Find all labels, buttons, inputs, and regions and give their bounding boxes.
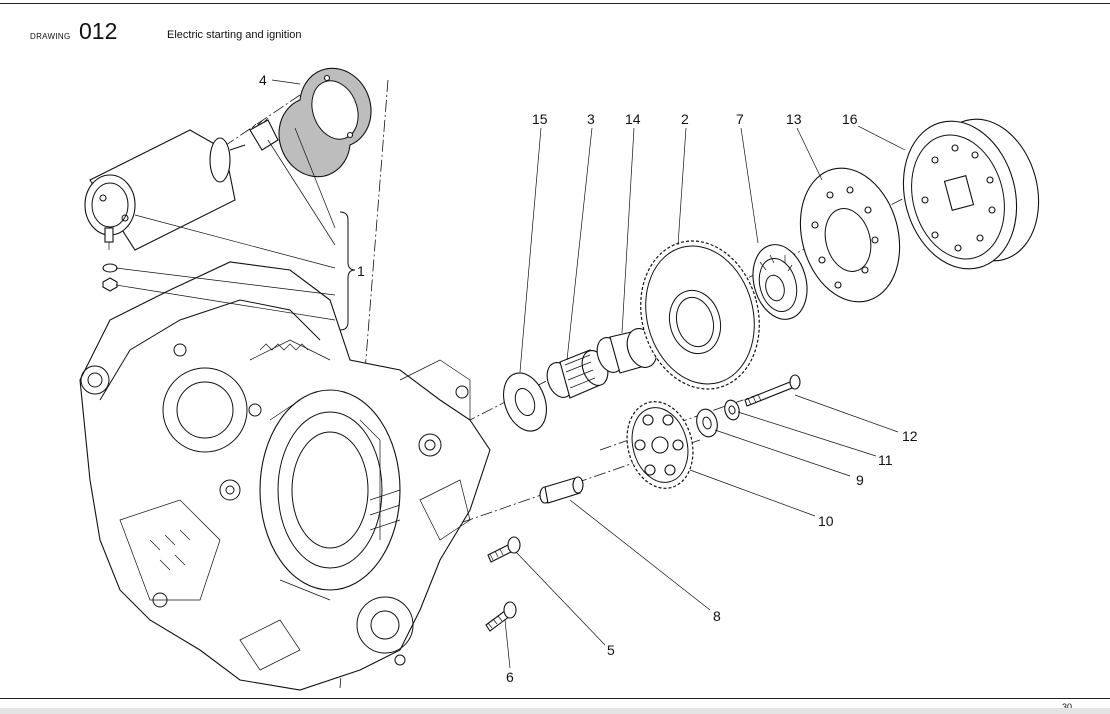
large-gear-drawing (640, 240, 760, 390)
callout-12: 12 (902, 428, 918, 444)
drawing-title: Electric starting and ignition (167, 29, 302, 41)
callout-10: 10 (818, 513, 834, 529)
callout-1: 1 (357, 263, 365, 279)
callout-3: 3 (587, 111, 595, 127)
top-rule (0, 3, 1110, 4)
screw-5-drawing (487, 536, 521, 563)
callout-14: 14 (625, 111, 641, 127)
footer-band (0, 708, 1110, 714)
gasket-drawing (278, 67, 372, 178)
callout-11: 11 (878, 452, 893, 468)
shaft-drawing (539, 476, 584, 504)
bolt-12-drawing (744, 374, 801, 407)
callout-9: 9 (856, 472, 864, 488)
crankcase-drawing (79, 261, 491, 691)
spring-washer-drawing (724, 399, 740, 421)
page-number: 30 (1062, 702, 1073, 712)
callout-4: 4 (259, 72, 267, 88)
callout-8: 8 (713, 608, 721, 624)
rotor-drawing (902, 118, 1040, 270)
callout-6: 6 (506, 669, 514, 685)
drawing-label: DRAWING (30, 32, 71, 41)
screw-6-drawing (485, 601, 517, 632)
small-gear-drawing (626, 401, 694, 489)
starter-motor-drawing (84, 129, 246, 292)
callout-5: 5 (607, 642, 615, 658)
callout-15: 15 (532, 111, 548, 127)
bottom-rule (0, 698, 1110, 699)
callout-7: 7 (736, 111, 744, 127)
freewheel-drawing (752, 244, 808, 320)
washer-9-drawing (696, 408, 718, 438)
leader-lines (115, 79, 906, 669)
callout-2: 2 (681, 111, 689, 127)
group-bracket (339, 211, 356, 331)
drawing-number: 012 (79, 18, 118, 44)
callout-16: 16 (842, 111, 858, 127)
flange-drawing (799, 167, 901, 303)
callout-13: 13 (786, 111, 802, 127)
washer-15-drawing (503, 372, 547, 432)
